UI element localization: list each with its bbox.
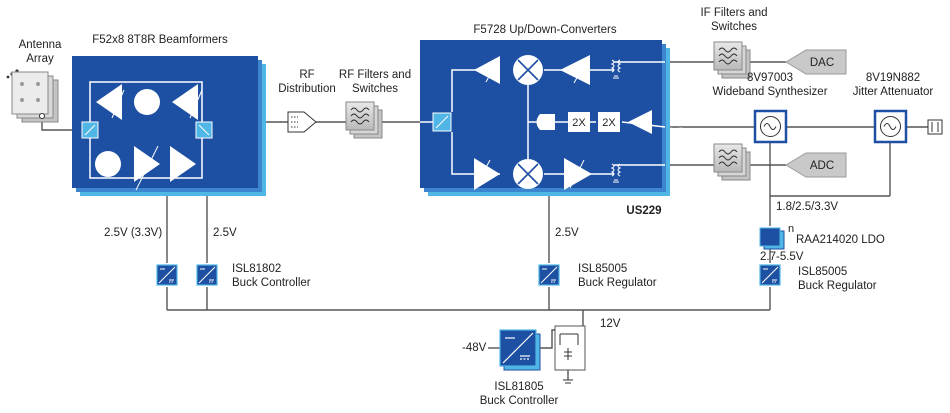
buck-ctrl-2-desc: Buck Controller <box>480 395 559 407</box>
rail-input-voltage: -48V <box>462 342 487 354</box>
bf-tx-phase <box>134 89 160 115</box>
rail-bus: 12V <box>600 318 621 330</box>
adc: ADC <box>785 152 847 178</box>
ldo-icon <box>759 227 781 247</box>
rf-dist-label-2: Distribution <box>278 83 336 95</box>
rx-if-label: RX_IF <box>670 175 703 187</box>
ldo: 1.8/2.5/3.3V n RAA214020 LDO 2.7-5.5V <box>759 201 885 263</box>
buck-controller-1: ISL81802 Buck Controller <box>156 263 311 289</box>
buck-reg-2-part: ISL85005 <box>798 266 847 278</box>
bf-rx-amp-1 <box>134 146 160 182</box>
antenna-panel-front <box>11 71 49 115</box>
buck-regulator-1: ISL85005 Buck Regulator <box>538 263 657 289</box>
rail-conv: 2.5V <box>555 227 579 239</box>
rf-dist-label-1: RF <box>299 69 314 81</box>
tx-if-label: TX_IF <box>670 69 701 81</box>
adc-label: ADC <box>810 160 834 172</box>
rail-bf-2: 2.5V <box>213 227 237 239</box>
buck-reg-1-desc: Buck Regulator <box>578 277 657 289</box>
buck-controller-2: -48V ISL81805 Buck Controller <box>462 325 586 407</box>
lo-splitter <box>536 114 555 130</box>
beamformer-block: F52x8 8T8R Beamformers <box>72 34 266 196</box>
rail-bf-1: 2.5V (3.3V) <box>104 227 162 239</box>
dac-label: DAC <box>810 57 834 69</box>
dac: DAC <box>785 49 847 75</box>
ldo-in-voltage: 2.7-5.5V <box>760 251 804 263</box>
conv-rx-if-amp <box>564 158 592 190</box>
bf-rx-phase <box>95 151 121 177</box>
rf-distribution: RF Distribution <box>278 69 336 133</box>
lo-amp <box>628 110 652 134</box>
ldo-label: RAA214020 LDO <box>796 234 885 246</box>
rx-transformer-icon <box>610 163 615 177</box>
bf-rx-amp-2 <box>170 146 196 182</box>
buck-regulator-2: ISL85005 Buck Regulator <box>759 264 877 292</box>
if-filter-rx-icon <box>713 143 743 173</box>
jitter-label-1: 8V19N882 <box>866 72 920 84</box>
if-filters-label-1: IF Filters and <box>700 7 767 19</box>
bf-tx-amp-2 <box>172 84 198 120</box>
converter-block: F5728 Up/Down-Converters <box>420 24 703 217</box>
if-filters-label-2: Switches <box>711 21 757 33</box>
rf-filters-label-1: RF Filters and <box>339 69 411 81</box>
crystal-icon <box>927 119 943 135</box>
if-filters: IF Filters and Switches <box>700 7 768 181</box>
doubler-1-label: 2X <box>572 117 586 129</box>
converter-title: F5728 Up/Down-Converters <box>473 24 616 36</box>
doubler-2-label: 2X <box>602 117 616 129</box>
rf-filters-label-2: Switches <box>352 83 398 95</box>
lo-label: LO <box>670 127 685 139</box>
power-stage-icon <box>554 325 586 371</box>
jitter-label-2: Jitter Attenuator <box>853 86 934 98</box>
jitter-attenuator: 8V19N882 Jitter Attenuator <box>853 72 943 144</box>
rf-filter-icon <box>345 101 375 131</box>
buck-ctrl-2-part: ISL81805 <box>494 381 543 393</box>
conv-tx-if-amp <box>560 55 590 85</box>
doubler-2 <box>598 112 620 132</box>
buck-ctrl-1-desc: Buck Controller <box>232 277 311 289</box>
ldo-badge: n <box>788 223 794 235</box>
buck-reg-2-desc: Buck Regulator <box>798 280 877 292</box>
antenna-label-1: Antenna <box>19 39 62 51</box>
buck-ctrl-1-part: ISL81802 <box>232 263 281 275</box>
synth-label-1: 8V97003 <box>747 72 793 84</box>
beamformer-title: F52x8 8T8R Beamformers <box>92 34 228 46</box>
synth-label-2: Wideband Synthesizer <box>712 86 827 98</box>
doubler-1 <box>568 112 590 132</box>
converter-part-label: US229 <box>626 205 661 217</box>
if-filter-tx-icon <box>713 41 743 71</box>
conv-tx-amp <box>474 56 500 84</box>
tx-transformer-icon <box>610 59 615 73</box>
ldo-out-voltage: 1.8/2.5/3.3V <box>776 201 838 213</box>
synthesizer: 8V97003 Wideband Synthesizer <box>712 72 828 144</box>
conv-rx-amp <box>474 158 500 190</box>
antenna-label-2: Array <box>26 53 54 65</box>
rf-filters: RF Filters and Switches <box>339 69 411 139</box>
buck-reg-1-part: ISL85005 <box>578 263 627 275</box>
antenna-array: Antenna Array <box>6 39 62 123</box>
